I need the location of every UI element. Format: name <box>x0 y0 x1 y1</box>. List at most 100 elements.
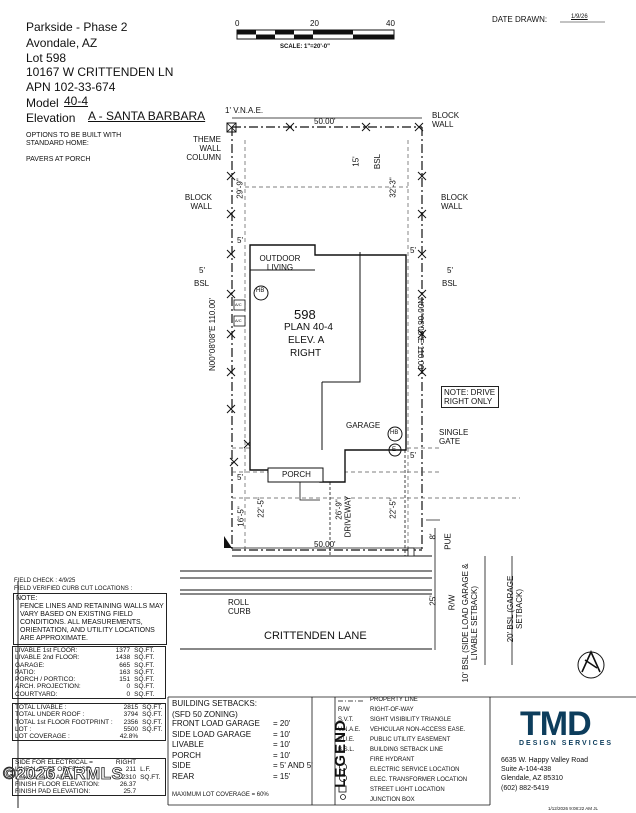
scale-tick-20: 20 <box>310 19 319 28</box>
stats-value: 0 <box>126 690 131 698</box>
stats-value: 151 <box>119 676 131 684</box>
rear-setback: 15' <box>351 156 361 167</box>
legend-item: VEHICULAR NON-ACCESS EASE. <box>370 727 466 733</box>
model-value: 40-4 <box>64 94 89 108</box>
dim-top: 50.00' <box>314 117 336 126</box>
company-address-3: Glendale, AZ 85310 <box>501 775 563 782</box>
stats-label: LOT : <box>15 725 32 733</box>
side-5-right: 5' <box>410 246 416 255</box>
stats-unit: SQ.FT. <box>142 704 163 711</box>
legend-item: BUILDING SETBACK LINE <box>370 747 444 753</box>
block-wall-label-right: BLOCK WALL <box>441 193 469 211</box>
outdoor-living-label: OUTDOOR LIVING <box>259 254 301 272</box>
legend-item: ELECTRIC SERVICE LOCATION <box>370 767 460 773</box>
stats-row: FINISH PAD ELEVATION:25.7 <box>13 788 166 796</box>
stats-unit: SQ.FT. <box>134 668 155 676</box>
single-gate-label: SINGLE GATE <box>439 428 469 446</box>
note-line: ORIENTATION, AND UTILITY LOCATIONS <box>20 627 155 634</box>
rw-label: R/W <box>447 594 457 611</box>
company-phone: (602) 882-5419 <box>501 785 549 792</box>
stats-value: 1438 <box>115 654 131 662</box>
right-depth: 32'-3" <box>388 177 398 198</box>
stats-label: LANDSCAPE AREA: <box>15 773 76 781</box>
street-name: CRITTENDEN LANE <box>264 630 367 642</box>
setbacks-title: BUILDING SETBACKS: <box>172 699 257 708</box>
scale-tick-40: 40 <box>386 19 395 28</box>
roll-curb-label: ROLL CURB <box>228 598 251 616</box>
setback-label: REAR <box>172 771 195 781</box>
stats-row: FINISH FLOOR ELEVATION:26.37 <box>13 781 166 788</box>
armls-watermark: ©2026 ARMLS <box>3 764 124 784</box>
front-22-right: 22'-5" <box>388 498 398 519</box>
company-logo: TMD <box>520 705 592 743</box>
stats-label: TOTAL 1st FLOOR FOOTPRINT : <box>15 718 113 726</box>
side-5-gate: 5' <box>410 451 416 460</box>
company-services: DESIGN SERVICES <box>519 740 614 747</box>
vnae-label: 1' V.N.A.E. <box>225 106 264 115</box>
scale-tick-0: 0 <box>235 19 240 28</box>
legend-item: RIGHT-OF-WAY <box>370 707 414 713</box>
stats-unit: SQ.FT. <box>134 654 155 662</box>
hose-bib-front: HB <box>390 430 399 436</box>
company-address-1: 6635 W. Happy Valley Road <box>501 757 589 764</box>
property-line <box>231 126 423 551</box>
stats-value: 665 <box>119 661 131 669</box>
setback-label: SIDE <box>172 761 191 770</box>
row-25: 25' <box>428 595 438 606</box>
legend-abbrev: P.U.E. <box>338 737 355 743</box>
legend-item: ELEC. TRANSFORMER LOCATION <box>370 777 468 783</box>
date-value: 1/9/26 <box>571 14 588 20</box>
stats-value: 3794 <box>123 711 139 719</box>
subdivision-name: Parkside - Phase 2 <box>26 20 128 34</box>
ac-unit-2: A/C <box>235 318 242 323</box>
stats-value: 1377 <box>115 647 131 654</box>
electric-service: E <box>392 447 397 453</box>
legend-item: FIRE HYDRANT <box>370 757 415 763</box>
legend-item: PUBLIC UTILITY EASEMENT <box>370 737 451 743</box>
apn: APN 102-33-674 <box>26 80 116 94</box>
model-label: Model <box>26 96 59 110</box>
stats-unit: SQ.FT. <box>134 647 155 654</box>
stats-value: 5500 <box>123 725 139 733</box>
side-5-right-bsl: 5' <box>447 266 453 275</box>
stats-value: 2815 <box>123 704 139 711</box>
setback-value: = 10' <box>273 750 291 760</box>
garage-setback: 20' BSL (GARAGE SETBACK) <box>506 575 524 643</box>
stats-value: 2356 <box>123 718 139 726</box>
bearing-left: N00°08'08"E 110.00' <box>208 298 217 371</box>
stats-unit <box>140 733 165 741</box>
front-26: 26'-9" <box>334 499 344 520</box>
stats-value: 163 <box>119 668 131 676</box>
porch-label: PORCH <box>282 470 311 479</box>
field-note-box: NOTE: FENCE LINES AND RETAINING WALLS MA… <box>13 593 167 645</box>
stats-label: LOT COVERAGE : <box>15 733 70 741</box>
legend-abbrev: R/W <box>338 707 350 713</box>
note-line: VARY BASED ON EXISTING FIELD <box>20 611 133 618</box>
elevation-label: Elevation <box>26 111 76 125</box>
note-line: FENCE LINES AND RETAINING WALLS MAY <box>20 603 164 610</box>
stats-value: 25.7 <box>123 788 137 796</box>
front-22-left: 22'-5" <box>256 497 266 518</box>
stats-value: RIGHT <box>115 759 137 766</box>
scale-label: SCALE: 1"=20'-0" <box>280 44 330 50</box>
setback-value: = 5' AND 5' <box>273 761 313 770</box>
plan-orientation: RIGHT <box>290 348 322 359</box>
lot-number: 598 <box>294 307 316 322</box>
stats-unit <box>138 781 165 788</box>
legend-abbrev: V.N.A.E. <box>338 727 361 733</box>
stats-value: 42.8% <box>119 733 139 741</box>
legend-item: SIGHT VISIBILITY TRIANGLE <box>370 717 452 723</box>
stats-unit: SQ.FT. <box>142 725 163 733</box>
plan-name: PLAN 40-4 <box>284 322 333 333</box>
